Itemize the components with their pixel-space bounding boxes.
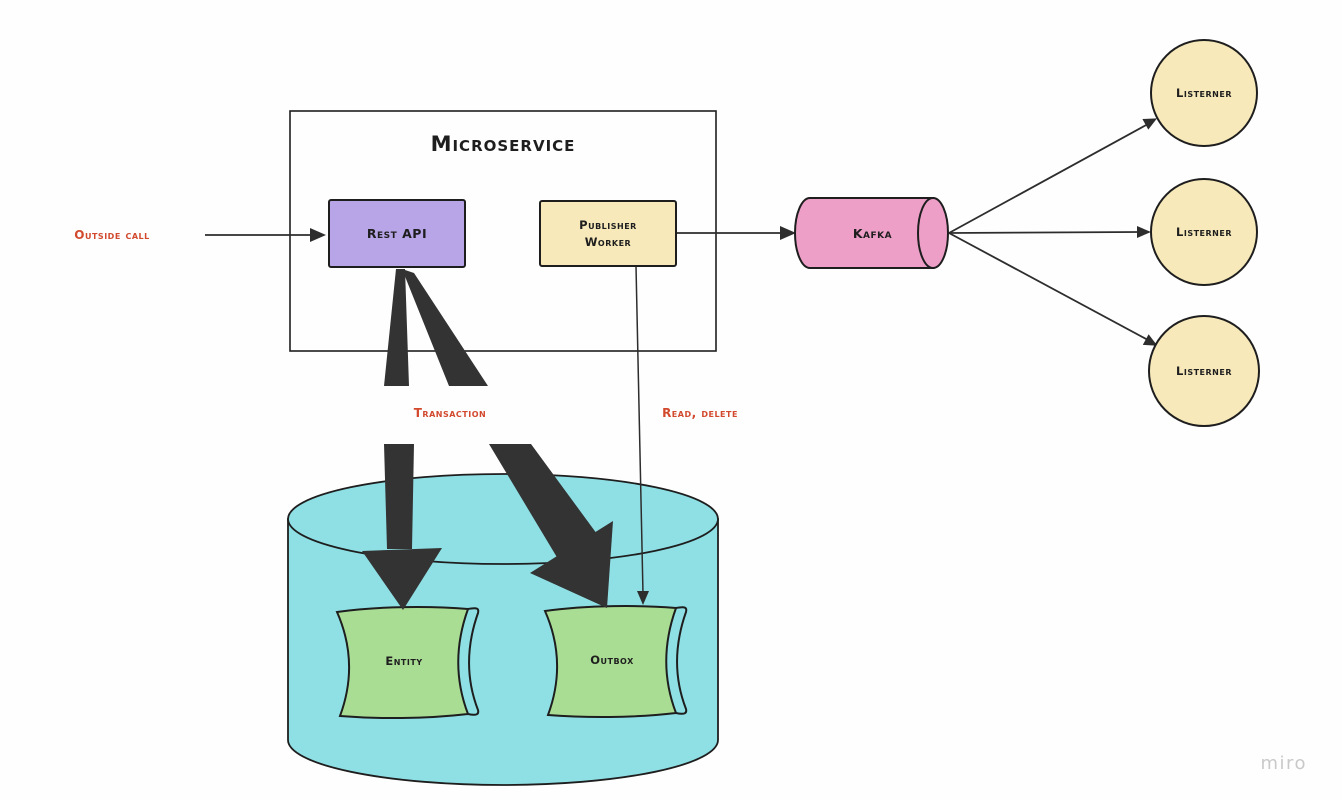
entity-node[interactable] <box>335 606 480 720</box>
rest-api-node[interactable] <box>328 199 466 268</box>
listener-node-1[interactable] <box>1150 39 1258 147</box>
outbox-node[interactable] <box>543 605 688 719</box>
transaction-arrow-outbox[interactable] <box>402 269 613 608</box>
listener-label-3[interactable]: Listerner <box>1176 364 1232 378</box>
publisher-worker-label-line1: Publisher <box>579 217 637 232</box>
entity-label[interactable]: Entity <box>385 654 423 668</box>
transaction-label[interactable]: Transaction <box>413 406 487 420</box>
publisher-to-outbox-connector[interactable] <box>635 265 649 605</box>
listener-node-2[interactable] <box>1150 178 1258 286</box>
outside-call-label[interactable]: Outside call <box>74 228 150 242</box>
miro-watermark: miro <box>1260 753 1307 774</box>
publisher-worker-label[interactable]: Publisher Worker <box>540 201 676 266</box>
kafka-to-listener3-connector[interactable] <box>948 232 1158 346</box>
microservice-container[interactable] <box>289 110 717 352</box>
outbox-label[interactable]: Outbox <box>590 653 634 667</box>
microservice-title[interactable]: Microservice <box>430 132 576 156</box>
kafka-node[interactable] <box>794 197 949 269</box>
publisher-worker-label-line2: Worker <box>584 234 632 249</box>
kafka-to-listener1-connector[interactable] <box>948 118 1157 234</box>
listener-node-3[interactable] <box>1148 315 1260 427</box>
listener-label-1[interactable]: Listerner <box>1176 86 1232 100</box>
outside-call-connector[interactable] <box>205 228 326 242</box>
rest-api-label[interactable]: Rest API <box>366 226 428 241</box>
kafka-to-listener2-connector[interactable] <box>948 226 1151 238</box>
transaction-arrow-entity[interactable] <box>362 269 442 610</box>
read-delete-label[interactable]: Read, delete <box>662 406 738 420</box>
listener-label-2[interactable]: Listerner <box>1176 225 1232 239</box>
publisher-to-kafka-connector[interactable] <box>676 226 796 240</box>
kafka-label[interactable]: Kafka <box>852 225 893 241</box>
publisher-worker-node[interactable] <box>539 200 677 267</box>
